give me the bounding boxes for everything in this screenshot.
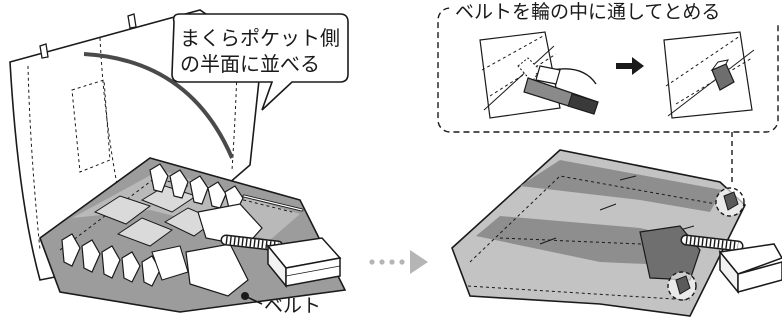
arrow-head (410, 250, 428, 274)
arrow-dot (369, 259, 375, 265)
clip (207, 181, 227, 209)
belt-marker-upper (715, 187, 745, 217)
arrow-dot (389, 259, 395, 265)
clip (189, 175, 209, 205)
clip-row-lower (61, 233, 161, 287)
hose (220, 234, 284, 252)
crease (539, 175, 695, 245)
control-box (266, 237, 342, 289)
left-illustration: ベルト まくらポケット側 の半面に並べる (9, 9, 349, 317)
callout-line-1: まくらポケット側 (180, 26, 340, 50)
mat-stitch-3 (499, 237, 697, 259)
belt-pointer-line (244, 295, 263, 305)
hose (680, 234, 744, 252)
back-stitch-left (27, 65, 41, 251)
right-illustration (451, 149, 782, 317)
step-2-illustration (663, 31, 755, 119)
clip (169, 169, 189, 199)
mat-stitch-2 (467, 285, 691, 301)
pouch-upper (197, 203, 263, 247)
pouch-lower (185, 243, 249, 297)
step-arrow (616, 57, 644, 75)
rod-inner (243, 195, 303, 211)
clip (121, 251, 141, 283)
transition-arrow (369, 250, 428, 274)
hanging-tab-left (39, 43, 49, 59)
instruction-title-bg (450, 0, 780, 24)
mat-band-upper (520, 160, 722, 212)
belt-marker-lower (667, 271, 697, 301)
pouch-side (151, 245, 189, 281)
clip (61, 233, 81, 267)
arrow-dot (379, 259, 385, 265)
clip (149, 163, 169, 193)
callout-line-2: の半面に並べる (180, 52, 320, 76)
mat-stitch-1 (469, 175, 717, 263)
pad-1 (93, 195, 152, 225)
arrow-dot (399, 259, 405, 265)
placement-arrow (83, 52, 234, 159)
hanging-tab-right (127, 13, 137, 29)
clip (81, 239, 101, 273)
clip (101, 245, 121, 279)
step-1-illustration (479, 31, 599, 119)
belt-label: ベルト (264, 295, 321, 317)
instruction-title: ベルトを輪の中に通してとめる (455, 1, 720, 23)
control-box (718, 243, 782, 295)
pad-3 (116, 217, 174, 247)
instruction-box: ベルトを輪の中に通してとめる (437, 0, 780, 133)
clip (141, 255, 161, 287)
speech-callout (171, 13, 349, 111)
mat-band-lower (476, 216, 700, 266)
